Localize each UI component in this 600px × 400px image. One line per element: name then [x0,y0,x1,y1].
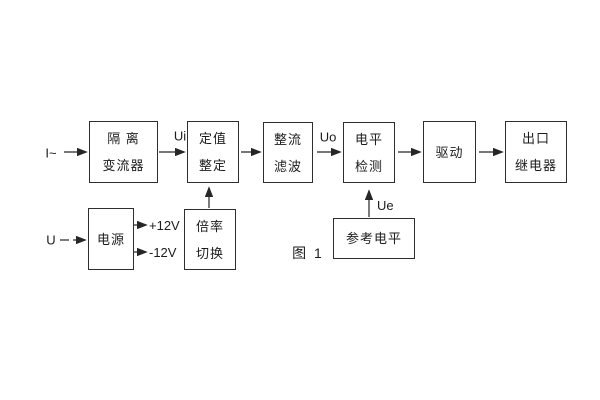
block-label-line: 检测 [354,158,383,174]
block-driver: 驱动 [423,121,476,183]
ui-signal-label: Ui [173,128,187,144]
ue-signal-label: Ue [377,198,394,213]
block-isolation-transformer: 隔 离 变流器 [89,121,158,183]
block-label-line: 继电器 [514,158,557,173]
block-label-line: 定值 [198,131,227,146]
figure-caption: 图 1 [292,245,324,261]
input-current-label: I~ [45,145,57,161]
block-label-line: 滤波 [273,158,302,174]
block-label-line: 参考电平 [345,231,402,246]
input-voltage-label: U [46,232,56,248]
block-reference-level: 参考电平 [333,218,415,259]
block-label-line: 变流器 [102,158,145,173]
block-power-supply: 电源 [88,208,134,270]
block-label-line: 驱动 [435,144,464,160]
block-level-detector: 电平 检测 [343,122,395,183]
block-rectifier-filter: 整流 滤波 [263,122,313,183]
block-label-line: 切换 [195,245,224,261]
minus12v-label: -12V [149,245,177,260]
block-label-line: 倍率 [195,218,224,234]
block-setpoint-adjust: 定值 整定 [187,121,239,183]
block-label-line: 隔 离 [107,131,140,146]
block-label-line: 整定 [198,158,227,173]
block-label-line: 整流 [273,131,302,147]
block-label-line: 出口 [521,131,550,146]
block-label-line: 电平 [354,131,383,147]
block-ratio-switch: 倍率 切换 [184,209,236,270]
uo-signal-label: Uo [319,129,337,145]
plus12v-label: +12V [149,218,180,233]
block-label-line: 电源 [96,231,125,247]
block-output-relay: 出口 继电器 [505,121,567,183]
